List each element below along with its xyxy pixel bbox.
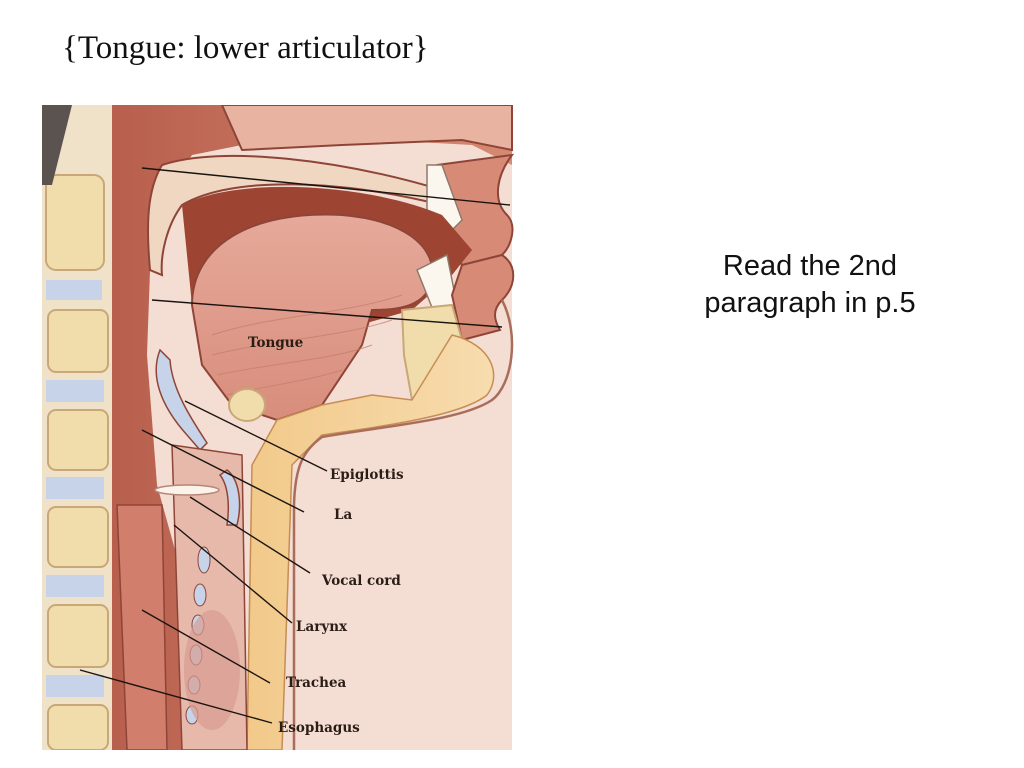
label-trachea: Trachea bbox=[286, 675, 347, 691]
reading-note-line-2: paragraph in p.5 bbox=[704, 287, 916, 319]
esophagus-tube bbox=[116, 504, 168, 750]
anatomy-svg: Tongue Epiglottis La Vocal cord Larynx T… bbox=[42, 105, 515, 750]
vocal-folds bbox=[154, 484, 220, 496]
spine-column bbox=[42, 105, 112, 750]
label-esophagus: Esophagus bbox=[278, 720, 360, 736]
label-larynx: Larynx bbox=[296, 619, 348, 635]
epiglottis bbox=[155, 348, 208, 452]
reading-note-line-1: Read the 2nd bbox=[722, 250, 898, 282]
label-la-partial: La bbox=[334, 507, 352, 523]
thyroid-cartilage bbox=[218, 469, 241, 526]
thyroid-gland bbox=[184, 610, 240, 730]
leader-lines bbox=[79, 167, 511, 724]
hyoid-bone bbox=[228, 388, 266, 422]
hard-palate bbox=[147, 154, 443, 277]
label-vocal-cord: Vocal cord bbox=[321, 573, 401, 589]
neck-subcutaneous bbox=[246, 334, 495, 750]
label-epiglottis: Epiglottis bbox=[330, 467, 404, 483]
nasal-cavity bbox=[220, 105, 513, 152]
label-tongue: Tongue bbox=[248, 335, 303, 351]
head-sagittal-illustration: Tongue Epiglottis La Vocal cord Larynx T… bbox=[42, 105, 632, 750]
reading-note: Read the 2nd paragraph in p.5 bbox=[660, 248, 960, 322]
slide-title: {Tongue: lower articulator} bbox=[62, 30, 429, 66]
